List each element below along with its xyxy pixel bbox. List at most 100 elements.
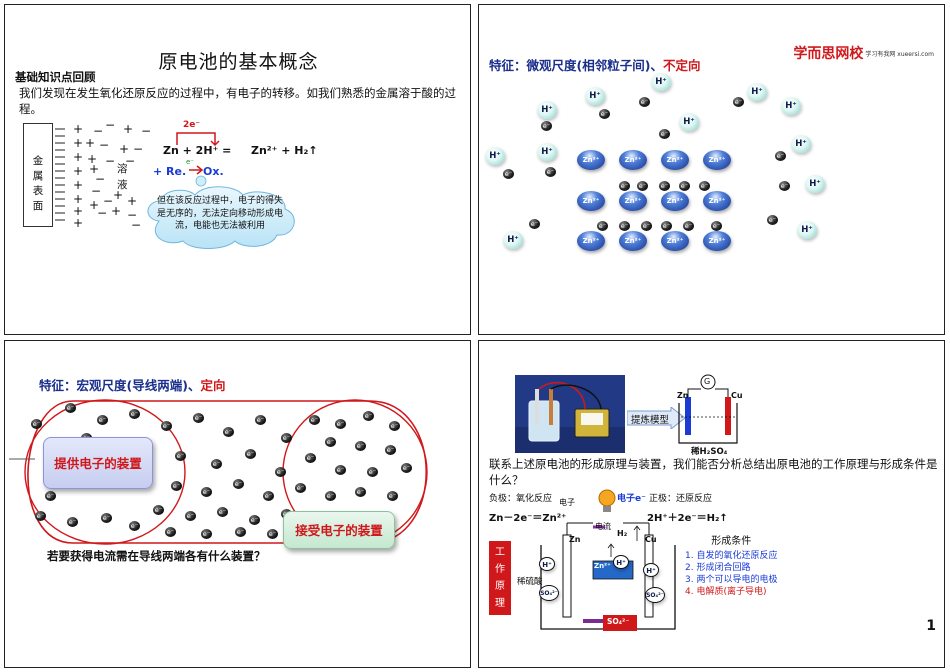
page-number: 1 (926, 618, 936, 634)
electron: e⁻ (637, 181, 648, 191)
electron-field: e⁻ e⁻ e⁻ e⁻ e⁻ e⁻ e⁻ e⁻ e⁻ e⁻ e⁻ e⁻ e⁻ e… (5, 341, 470, 667)
svg-text:+: + (123, 122, 133, 136)
equation-left: Zn + 2H⁺ = (163, 144, 232, 157)
zinc-ion: Zn²⁺ (619, 150, 647, 170)
svg-text:−: − (95, 172, 105, 186)
acid-label: 稀H₂SO₄ (691, 447, 728, 457)
electron: e⁻ (541, 121, 552, 131)
electron: e⁻ (45, 491, 56, 501)
heading-blue-part: 特征：微观尺度(相邻粒子间)、 (489, 58, 663, 73)
working-principle-diagram (540, 522, 676, 631)
refine-model-label: 提炼模型 (631, 415, 670, 426)
zinc-ion: Zn²⁺ (577, 231, 605, 251)
dilute-acid-label: 稀硫酸 (517, 577, 543, 587)
positive-pole-label: 正极：还原反应 (649, 494, 713, 504)
svg-text:+: + (73, 192, 83, 206)
heading-red-part: 不定向 (662, 58, 701, 73)
hydrogen-ion: H⁺ (797, 221, 817, 239)
electron: e⁻ (661, 221, 672, 231)
galvanic-cell-diagram (678, 374, 738, 444)
zinc-ion: Zn²⁺ (619, 231, 647, 251)
electron: e⁻ (67, 517, 78, 527)
h2-label: H₂ (617, 529, 628, 538)
heading-blue-part: 特征：宏观尺度(导线两端)、 (39, 378, 201, 393)
electron-transfer-bracket (176, 132, 220, 147)
svg-text:+: + (127, 194, 137, 208)
electron: e⁻ (683, 221, 694, 231)
zinc-ion: Zn²⁺ (619, 191, 647, 211)
svg-text:−: − (99, 138, 109, 152)
hydrogen-ion: H⁺ (781, 97, 801, 115)
svg-text:+: + (85, 136, 95, 150)
svg-text:−: − (133, 142, 143, 156)
svg-text:−: − (91, 184, 101, 198)
metal-label-4: 面 (32, 200, 44, 212)
solution-label-1: 溶 (117, 163, 128, 175)
svg-text:+: + (73, 164, 83, 178)
hydrogen-ion: H⁺ (791, 135, 811, 153)
hydrogen-ion: H⁺ (539, 557, 555, 571)
electron: e⁻ (545, 167, 556, 177)
electron: e⁻ (235, 527, 246, 537)
electron: e⁻ (263, 491, 274, 501)
electron: e⁻ (597, 221, 608, 231)
sulfate-ion: SO₄²⁻ (645, 587, 665, 603)
svg-text:−: − (97, 206, 107, 220)
cu-label: Cu (645, 535, 657, 544)
brand-logo: 学而思网校学习有我网 xueersi.com (793, 43, 934, 63)
negative-equation: Zn－2e⁻＝Zn²⁺ (489, 513, 567, 524)
equation-right: Zn²⁺ + H₂↑ (251, 144, 318, 157)
zinc-ion: Zn²⁺ (577, 150, 605, 170)
svg-text:−: − (131, 218, 141, 231)
slide3-question: 若要获得电流需在导线两端各有什么装置？ (47, 549, 266, 563)
svg-text:−: − (125, 154, 135, 168)
electron: e⁻ (201, 529, 212, 539)
working-principle-tag: 工 作 原 理 (489, 541, 511, 615)
electron: e⁻ (335, 465, 346, 475)
zn-label: Zn (569, 535, 581, 544)
electron: e⁻ (641, 221, 652, 231)
electron: e⁻ (255, 415, 266, 425)
tag-char: 工 (495, 547, 505, 558)
condition-item: 3. 两个可以导电的电极 (685, 575, 778, 585)
current-label: 电流 (595, 522, 611, 531)
electron: e⁻ (389, 421, 400, 431)
hydrogen-ion: H⁺ (643, 563, 659, 577)
small-electron-label: e⁻ (186, 158, 195, 166)
electron: e⁻ (129, 521, 140, 531)
metal-label-1: 金 (32, 155, 44, 167)
electron: e⁻ (385, 445, 396, 455)
electron: e⁻ (217, 507, 228, 517)
condition-item: 1. 自发的氧化还原反应 (685, 551, 778, 561)
svg-text:+: + (89, 162, 99, 176)
zinc-ion: Zn²⁺ (577, 191, 605, 211)
lab-photo (515, 375, 625, 453)
section-subtitle: 基础知识点回顾 (15, 70, 96, 84)
electron: e⁻ (619, 181, 630, 191)
electron: e⁻ (309, 415, 320, 425)
formation-conditions: 形成条件 1. 自发的氧化还原反应 2. 形成闭合回路 3. 两个可以导电的电极… (685, 536, 777, 598)
zinc-ion: Zn²⁺ (661, 191, 689, 211)
galvanometer-label: G (704, 377, 711, 386)
electron: e⁻ (175, 451, 186, 461)
metal-label-2: 属 (32, 170, 44, 182)
electron: e⁻ (325, 437, 336, 447)
zinc-ion: Zn²⁺ (703, 231, 731, 251)
redox-arrow (189, 165, 204, 175)
electron: e⁻ (295, 483, 306, 493)
ox-label: Ox. (203, 165, 224, 178)
conditions-title: 形成条件 (711, 536, 752, 547)
electron: e⁻ (249, 515, 260, 525)
hydrogen-ion: H⁺ (679, 113, 699, 131)
electron: e⁻ (223, 427, 234, 437)
electron: e⁻ (367, 467, 378, 477)
electron: e⁻ (201, 487, 212, 497)
metal-hatching (55, 128, 65, 221)
slide-2: 特征：微观尺度(相邻粒子间)、不定向 学而思网校学习有我网 xueersi.co… (478, 4, 945, 335)
electron-flow-label: 电子e⁻ (617, 494, 646, 504)
electron: e⁻ (275, 467, 286, 477)
electron: e⁻ (639, 97, 650, 107)
hydrogen-ion: H⁺ (485, 147, 505, 165)
tag-char: 理 (495, 598, 505, 609)
feature-heading-micro: 特征：微观尺度(相邻粒子间)、不定向 (489, 55, 700, 74)
